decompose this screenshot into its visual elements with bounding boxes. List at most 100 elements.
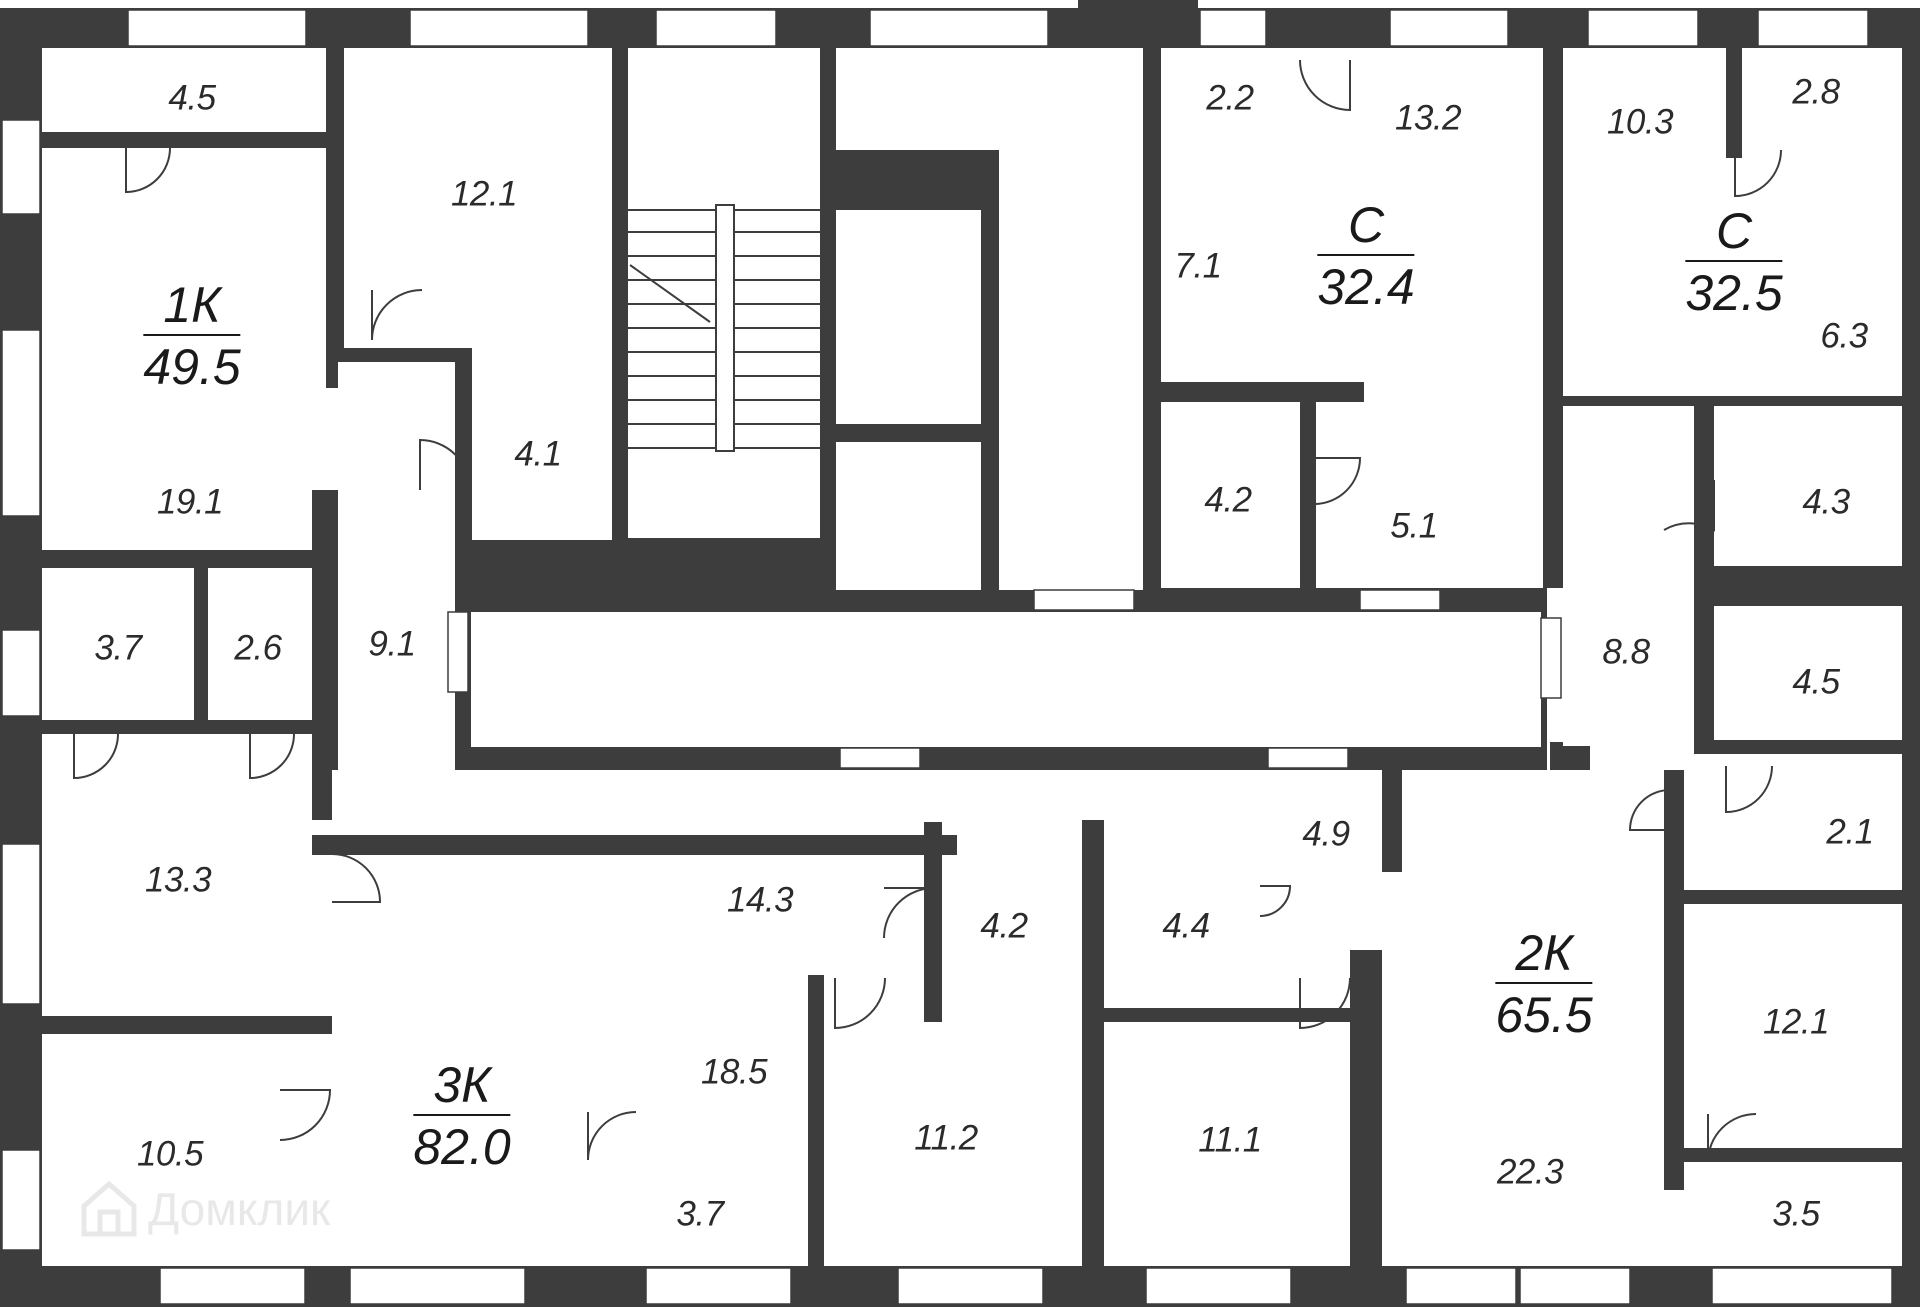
room-area-label: 4.2	[980, 906, 1028, 946]
window-top	[1587, 9, 1699, 47]
room-area-label: 11.2	[914, 1118, 978, 1158]
unit-label-2k: 2К 65.5	[1495, 928, 1593, 1040]
shaft-wall-a	[836, 150, 981, 210]
partition-x	[1563, 396, 1903, 406]
partition-ae	[1684, 1148, 1904, 1162]
door-swing	[1299, 977, 1351, 1030]
room-mid-e	[582, 1130, 808, 1266]
partition-u	[1144, 382, 1364, 402]
partition-d	[42, 550, 312, 568]
house-icon	[81, 1180, 137, 1237]
room-c1	[1161, 48, 1543, 382]
door-swing	[249, 733, 295, 780]
door-swing	[1299, 59, 1351, 112]
shaft-wall-b	[981, 150, 999, 590]
partition-o	[924, 822, 942, 1022]
room-2k-living	[1382, 950, 1664, 1266]
partition-l	[312, 835, 957, 855]
window-bottom	[1519, 1267, 1631, 1305]
unit-label-3k: 3К 82.0	[413, 1060, 511, 1172]
door-swing	[1628, 789, 1671, 831]
room-area-label: 14.3	[726, 880, 794, 920]
room-area-label: 8.8	[1602, 632, 1650, 672]
partition-p	[1082, 820, 1104, 1275]
room-c1-hall	[1316, 402, 1543, 588]
partition-a	[42, 132, 332, 148]
room-2k-b	[1684, 904, 1902, 1148]
window-top	[1389, 9, 1509, 47]
room-1k-hall	[42, 48, 326, 132]
unit-total-area: 32.5	[1685, 265, 1783, 321]
room-area-label: 4.5	[1792, 662, 1840, 702]
room-3k-b	[42, 1034, 312, 1266]
partition-g	[42, 1016, 332, 1034]
partition-b	[326, 48, 344, 388]
room-area-label: 3.7	[94, 628, 142, 668]
room-mid-a	[942, 855, 1082, 1015]
window-bottom	[1711, 1267, 1893, 1305]
window-top	[655, 9, 777, 47]
room-area-label: 6.3	[1820, 316, 1868, 356]
room-area-label: 19.1	[156, 482, 224, 522]
room-small-b	[208, 568, 312, 720]
staircase	[628, 204, 820, 452]
door-swing	[125, 147, 171, 194]
door-swing	[834, 977, 886, 1030]
partition-z	[1694, 566, 1904, 606]
room-1k-living	[42, 148, 312, 550]
room-area-label: 7.1	[1174, 246, 1222, 286]
room-area-label: 10.3	[1606, 102, 1674, 142]
room-area-label: 18.5	[700, 1052, 768, 1092]
unit-label-c-1: С 32.4	[1317, 200, 1415, 312]
room-bath-a	[344, 48, 612, 348]
unit-type: 1К	[143, 280, 241, 336]
room-storage-a	[472, 362, 612, 538]
watermark: Домклик	[78, 1178, 330, 1240]
window-inner	[839, 747, 921, 769]
window-left	[1, 629, 41, 717]
room-hall-a	[338, 362, 455, 808]
partition-k	[612, 538, 842, 568]
room-area-label: 4.5	[168, 78, 216, 118]
unit-type: 3К	[413, 1060, 511, 1116]
room-area-label: 10.5	[136, 1134, 204, 1174]
unit-label-c-2: С 32.5	[1685, 206, 1783, 321]
room-area-label: 3.7	[676, 1194, 724, 1234]
window-inner	[447, 611, 469, 693]
door-swing	[1313, 457, 1362, 505]
door-swing	[279, 1089, 332, 1141]
stair-wall-left	[612, 48, 628, 548]
window-bottom	[1145, 1267, 1292, 1305]
room-2k-a	[1684, 754, 1902, 890]
room-area-label: 4.1	[514, 434, 562, 474]
room-area-label: 2.6	[234, 628, 282, 668]
room-2k-small	[1714, 606, 1902, 740]
room-area-label: 13.2	[1394, 98, 1462, 138]
door-swing	[1734, 149, 1782, 198]
open-spaces	[42, 48, 1902, 1266]
stair-arrow	[629, 264, 711, 323]
room-area-label: 2.1	[1826, 812, 1874, 852]
room-3k-a	[42, 734, 312, 1016]
room-area-label: 12.1	[1762, 1002, 1830, 1042]
window-bottom	[159, 1267, 306, 1305]
partition-f	[42, 720, 312, 734]
partition-v	[1300, 402, 1316, 588]
window-inner	[1267, 747, 1349, 769]
partition-ac	[1664, 770, 1684, 1190]
room-area-label: 22.3	[1496, 1152, 1564, 1192]
partition-j	[344, 348, 472, 362]
doors	[73, 59, 1782, 1163]
room-shaft-a	[836, 48, 1143, 150]
room-area-label: 4.4	[1162, 906, 1210, 946]
windows	[1, 9, 1893, 1305]
window-inner	[1033, 589, 1135, 611]
partition-e	[312, 490, 338, 820]
room-area-label: 4.9	[1302, 814, 1350, 854]
room-c2-bath	[1714, 406, 1902, 566]
room-shaft-b	[836, 210, 981, 424]
unit-total-area: 49.5	[143, 339, 241, 395]
door-swing	[1707, 1113, 1757, 1163]
roof-bump	[1078, 0, 1198, 12]
